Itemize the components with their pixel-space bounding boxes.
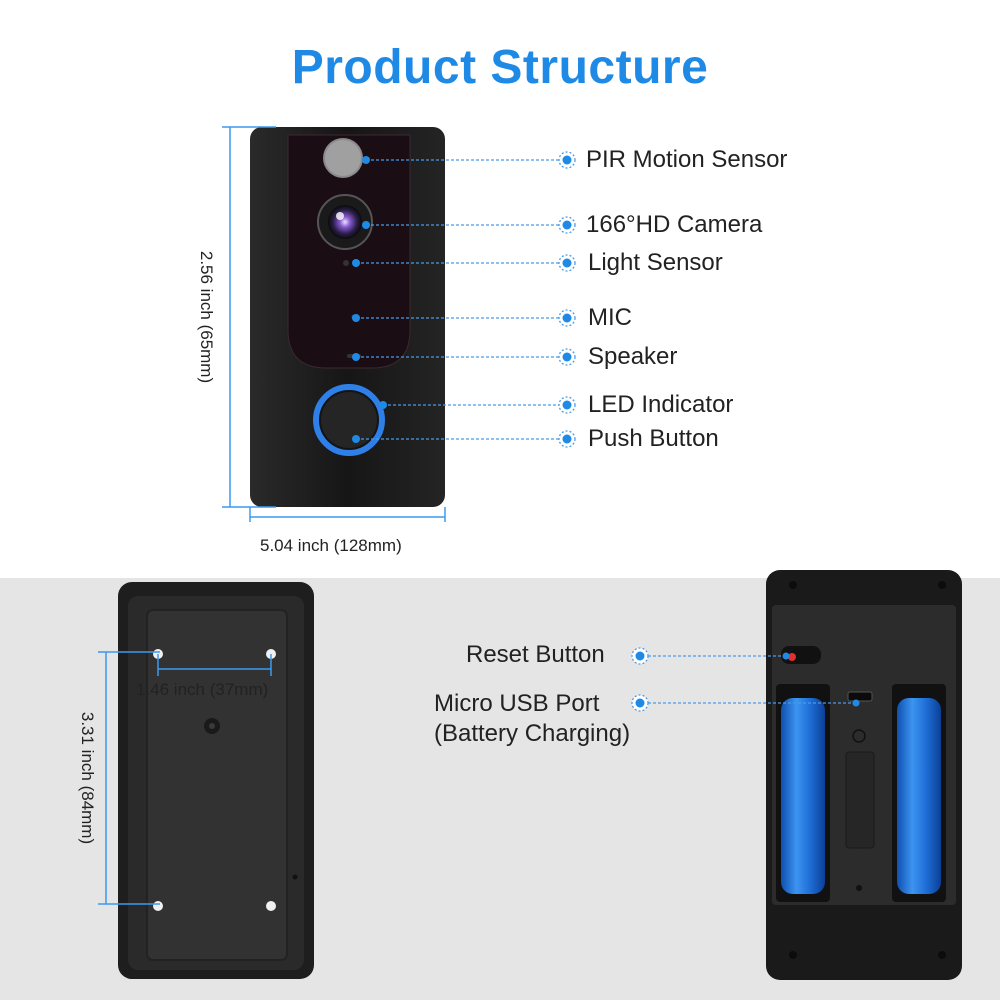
front-glass-panel: [287, 134, 411, 369]
label-micro-usb-port: Micro USB Port: [434, 690, 600, 717]
label-mic: MIC: [588, 304, 632, 331]
front-height-dimension: 2.56 inch (65mm): [197, 250, 216, 384]
page-title: Product Structure: [291, 41, 709, 94]
back-height-dimension: 3.31 inch (84mm): [78, 711, 97, 845]
front-dimension-lines: [222, 126, 446, 522]
front-callout-markers: [558, 151, 576, 448]
usb-port-icon: [847, 691, 873, 702]
battery-icon: [897, 698, 941, 894]
back-plate: [118, 582, 314, 979]
mount-hole-icon: [266, 901, 276, 911]
front-callout-points: [352, 156, 387, 443]
battery-callout-markers: [631, 647, 860, 712]
label-hd-camera: 166°HD Camera: [586, 211, 763, 238]
label-pir-motion-sensor: PIR Motion Sensor: [586, 146, 788, 173]
doorbell-front: [250, 127, 445, 507]
battery-icon: [781, 698, 825, 894]
hole-spacing-dimension: 1.46 inch (37mm): [136, 680, 269, 699]
battery-callout-leaders: [648, 655, 856, 704]
front-callout-leaders: [356, 159, 560, 440]
label-reset-button: Reset Button: [466, 641, 605, 668]
label-speaker: Speaker: [588, 343, 678, 370]
label-push-button: Push Button: [588, 425, 719, 452]
label-led-indicator: LED Indicator: [588, 391, 734, 418]
light-sensor-icon: [343, 260, 349, 266]
push-button-icon: [321, 392, 377, 448]
label-battery-charging: (Battery Charging): [434, 720, 631, 747]
battery-unit: [766, 570, 962, 980]
top-panel: [0, 0, 1000, 578]
front-width-dimension: 5.04 inch (128mm): [260, 536, 402, 555]
label-light-sensor: Light Sensor: [588, 249, 723, 276]
mount-hole-icon: [153, 901, 163, 911]
led-ring-icon: [313, 384, 385, 456]
back-dimension-lines: [98, 651, 272, 905]
